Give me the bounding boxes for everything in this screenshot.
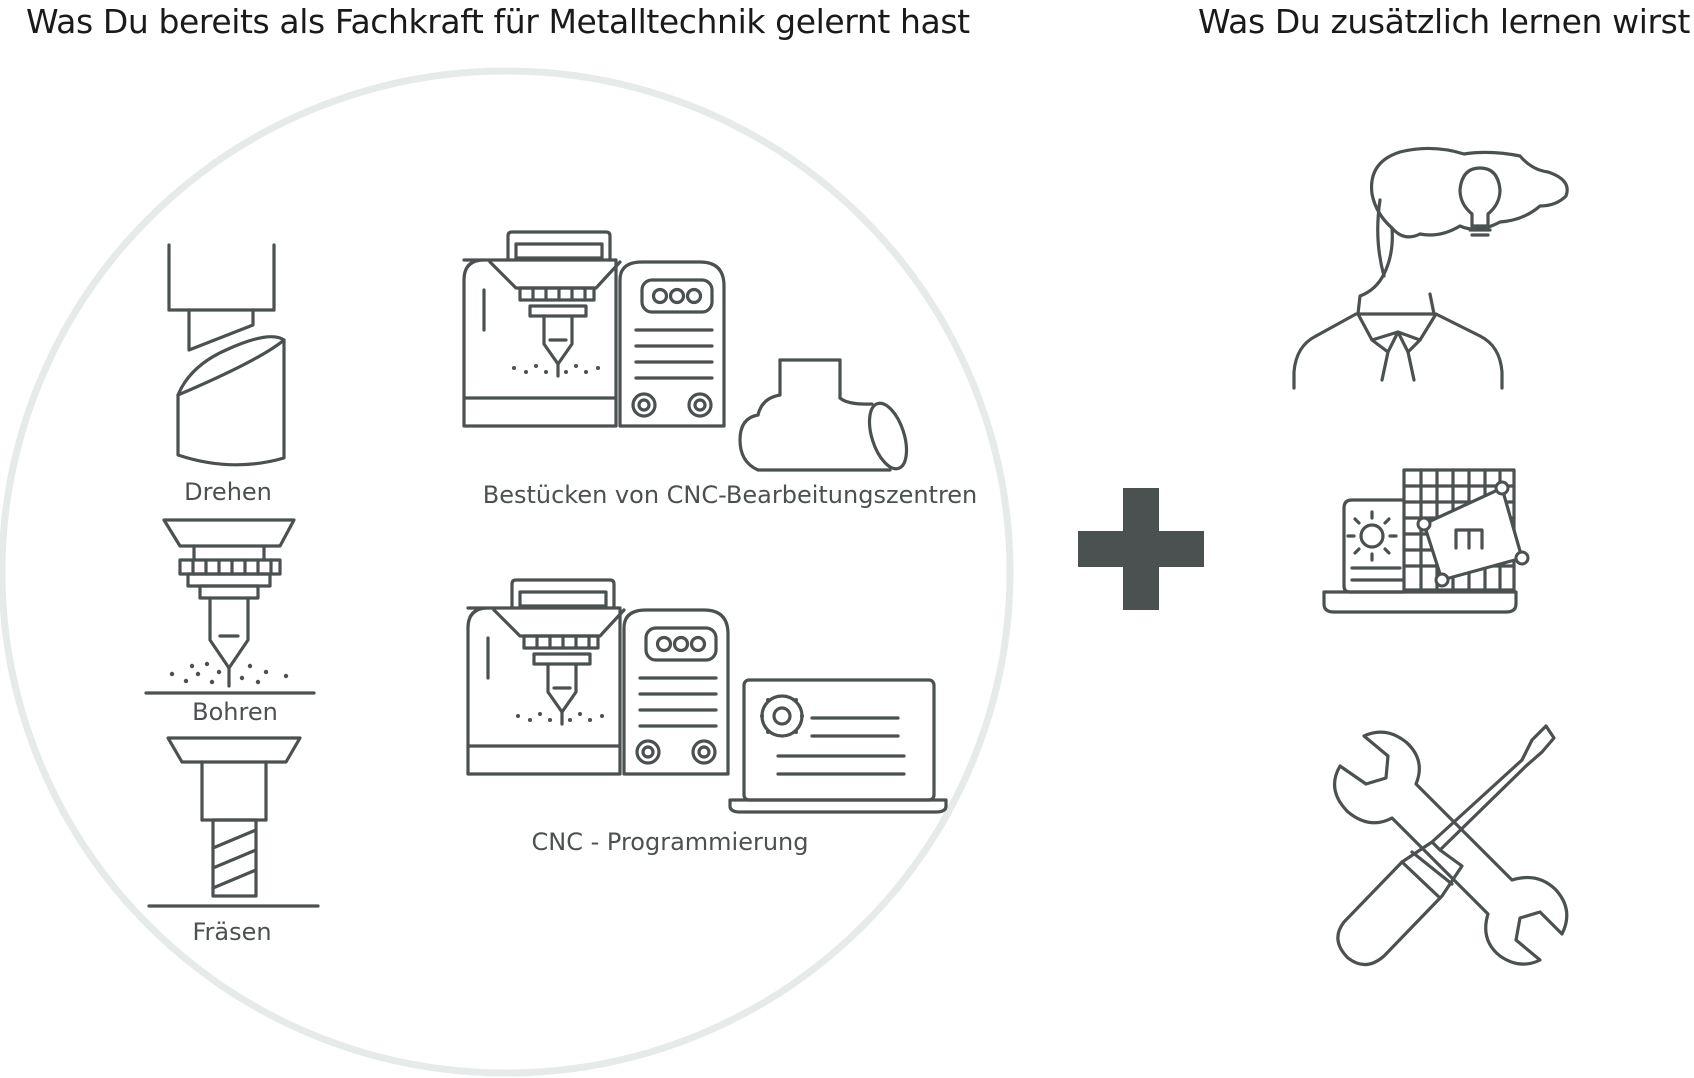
label-drehen: Drehen	[184, 478, 272, 506]
cnc-machine-with-laptop-icon	[466, 578, 948, 814]
chips-machine-1	[512, 364, 600, 374]
laptop-cad-grid-icon	[1322, 468, 1524, 614]
wrench-screwdriver-icon	[1332, 724, 1569, 967]
drill-chips	[169, 661, 289, 685]
label-fraesen: Fräsen	[192, 918, 272, 946]
label-bestuecken-cnc: Bestücken von CNC-Bearbeitungszentren	[482, 481, 978, 509]
cnc-machine-with-pipe-icon	[462, 230, 909, 472]
plus-icon	[1078, 488, 1204, 610]
person-with-lightbulb-icon	[1292, 146, 1569, 390]
lathe-turning-icon	[167, 243, 286, 467]
label-bohren: Bohren	[192, 698, 278, 726]
cad-nodes	[1416, 480, 1530, 588]
heading-already-learned: Was Du bereits als Fachkraft für Metallt…	[26, 2, 970, 41]
skills-circle	[0, 67, 1014, 1077]
chips-machine-2	[516, 698, 804, 734]
milling-cutter-icon	[147, 736, 320, 908]
label-cnc-programmierung: CNC - Programmierung	[531, 828, 809, 856]
heading-additional-learning: Was Du zusätzlich lernen wirst	[1198, 2, 1690, 41]
drill-icon	[144, 518, 316, 695]
